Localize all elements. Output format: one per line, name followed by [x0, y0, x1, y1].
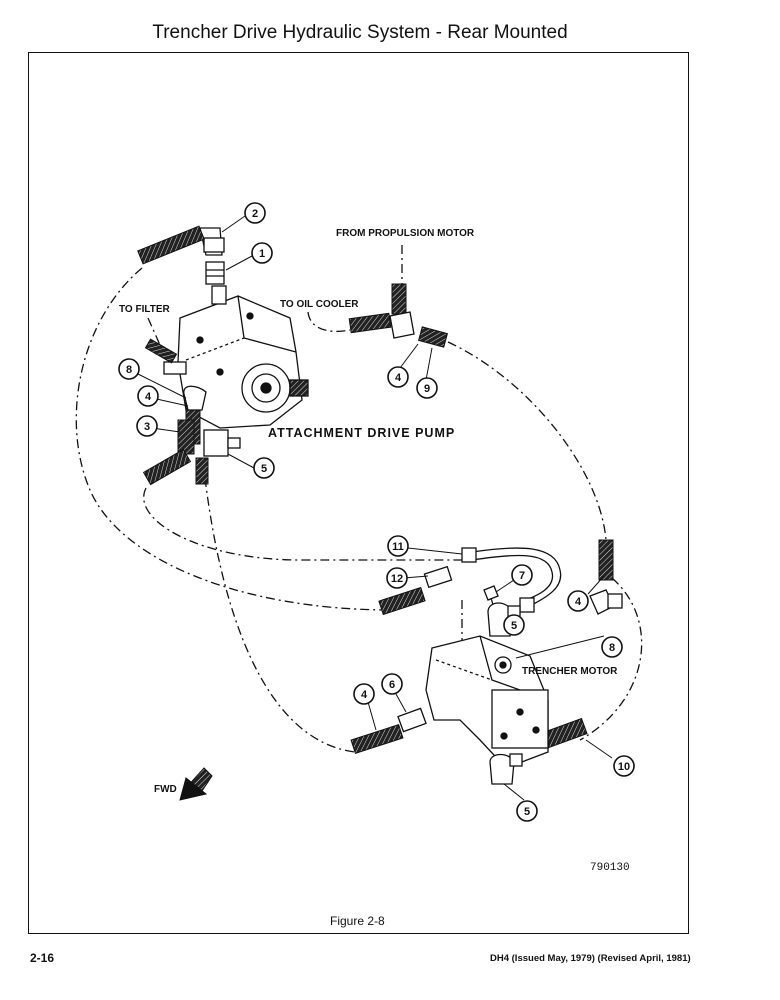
hose-propulsion [391, 283, 407, 315]
hose-2 [137, 225, 205, 265]
hose-filter [144, 338, 178, 364]
callout-1: 1 [259, 248, 265, 260]
hoses [137, 225, 614, 755]
callout-4: 4 [395, 372, 402, 384]
label-to-filter: TO FILTER [119, 304, 171, 315]
callout-8: 8 [126, 364, 132, 376]
fitting-1 [205, 261, 225, 285]
hose-route-motor-right [579, 577, 643, 741]
tube-11 [461, 547, 562, 613]
label-fwd: FWD [154, 784, 177, 795]
callout-5: 5 [524, 806, 530, 818]
hose-route-pump-to-motor [204, 477, 356, 753]
leader-to-oil-cooler [307, 311, 351, 333]
label-to-oil-cooler: TO OIL COOLER [280, 299, 359, 310]
hose-cooler [348, 312, 392, 334]
label-from-propulsion-motor: FROM PROPULSION MOTOR [336, 228, 475, 239]
callout-5: 5 [261, 463, 267, 475]
callout-11: 11 [392, 541, 404, 553]
figure-frame [28, 52, 689, 934]
hose-4-right [598, 539, 614, 581]
label-attachment-drive-pump: ATTACHMENT DRIVE PUMP [268, 426, 455, 440]
page-title: Trencher Drive Hydraulic System - Rear M… [152, 22, 568, 43]
hose-down [195, 457, 209, 485]
callout-4: 4 [145, 391, 152, 403]
elbow-5-bottom [489, 753, 515, 785]
callout-5: 5 [511, 620, 517, 632]
hose-route-return-loop [143, 487, 468, 561]
fwd-arrow [179, 767, 213, 801]
attachment-drive-pump [163, 285, 309, 429]
callout-7: 7 [519, 570, 525, 582]
callout-10: 10 [618, 761, 630, 773]
callout-numbers: 2 1 8 4 3 5 4 9 11 12 7 4 5 8 6 4 10 5 [126, 208, 630, 818]
fittings [183, 311, 623, 733]
bolt-7 [483, 585, 499, 601]
hose-9 [418, 326, 448, 348]
callout-6: 6 [389, 679, 395, 691]
leader-to-filter [147, 317, 161, 346]
hose-left [142, 448, 192, 486]
hose-12 [378, 586, 426, 616]
callout-4: 4 [361, 689, 368, 701]
callout-8: 8 [609, 642, 615, 654]
issue-info: DH4 (Issued May, 1979) (Revised April, 1… [490, 953, 691, 964]
fitting-12 [423, 565, 453, 589]
trencher-motor [425, 602, 549, 785]
callout-4: 4 [575, 596, 582, 608]
callout-circles [118, 202, 635, 822]
callout-12: 12 [391, 573, 403, 585]
pump-top-fittings [199, 227, 225, 285]
page-number: 2-16 [30, 951, 55, 965]
elbow-8-pump [183, 385, 207, 411]
tee-cooler [389, 311, 415, 339]
hose-route-cooler-to-motor [447, 341, 607, 541]
hose-route-left-loop [75, 267, 393, 611]
callout-2: 2 [252, 208, 258, 220]
callout-3: 3 [144, 421, 150, 433]
callout-9: 9 [424, 383, 430, 395]
hose-4-bottom [350, 723, 404, 755]
drawing-number: 790130 [590, 862, 630, 874]
fitting-6 [397, 707, 427, 733]
label-trencher-motor: TRENCHER MOTOR [522, 666, 618, 677]
tee-5-pump [203, 429, 229, 457]
figure-caption: Figure 2-8 [330, 914, 385, 928]
callout-leaders [137, 215, 613, 801]
hose-3 [177, 419, 195, 455]
